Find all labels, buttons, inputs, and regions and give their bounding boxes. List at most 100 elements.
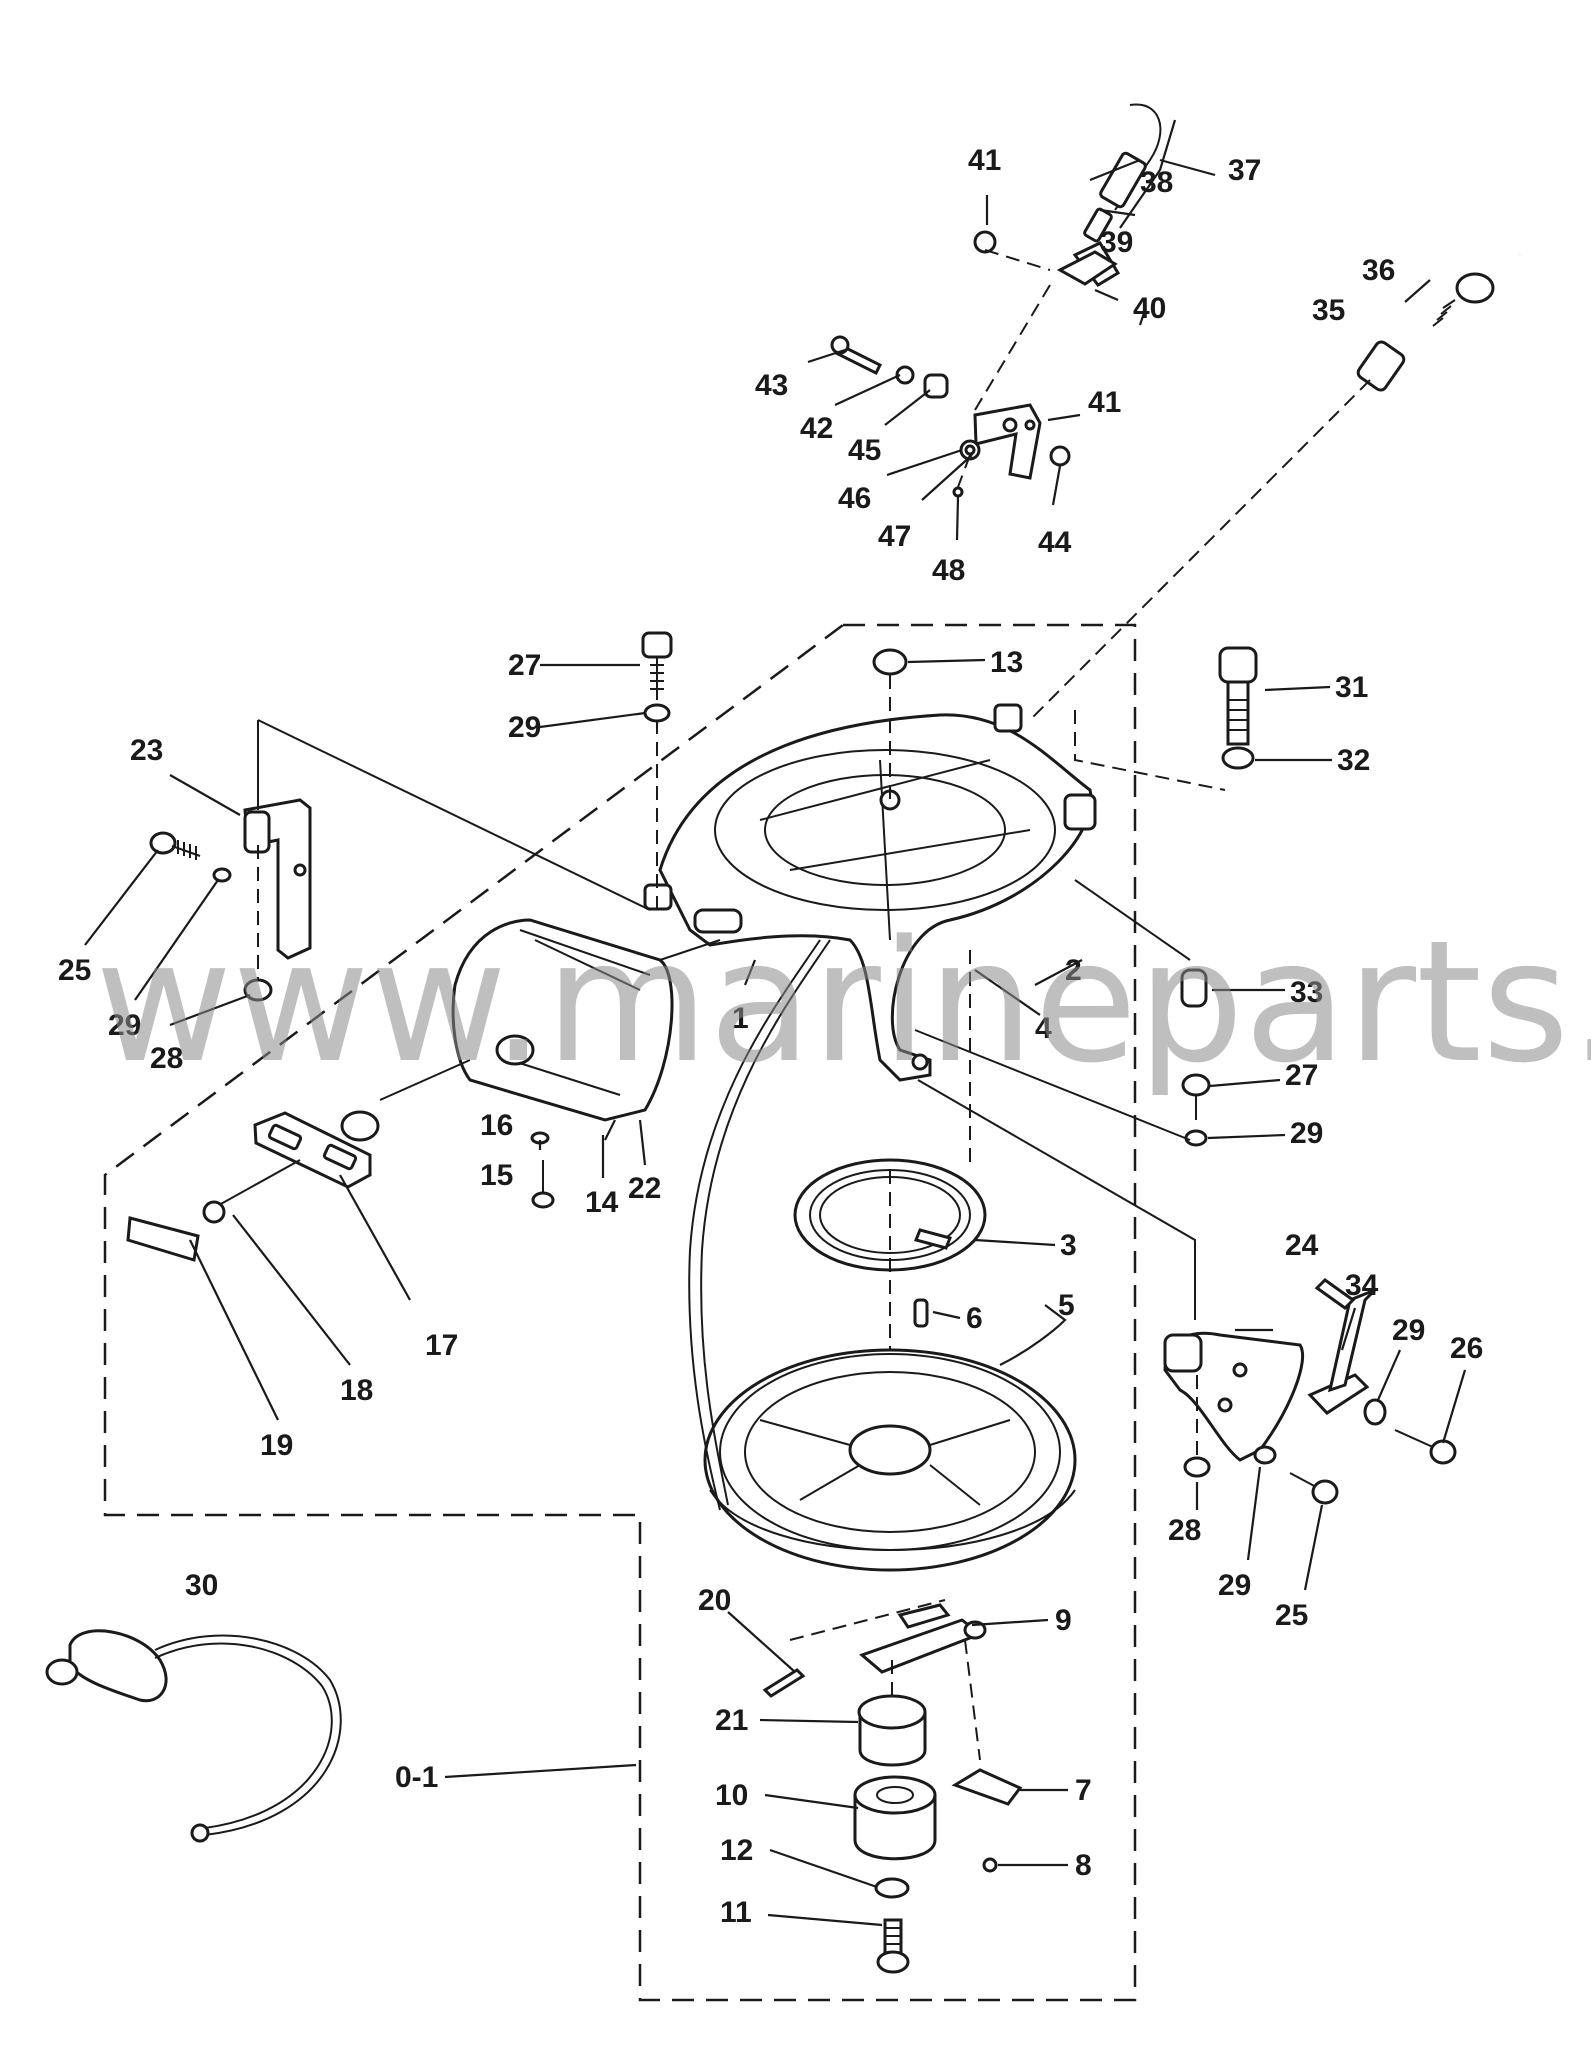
part-label: 16	[480, 1109, 513, 1142]
part-label: 48	[932, 554, 965, 587]
part-label: 7	[1075, 1774, 1092, 1807]
rope-pulley	[703, 1348, 1077, 1572]
part-label: 26	[1450, 1332, 1483, 1365]
interlock-bracket	[1163, 1331, 1305, 1462]
washer	[1363, 1398, 1387, 1426]
part-label: 44	[1038, 526, 1072, 559]
washer	[1253, 1445, 1277, 1465]
rope-guide	[451, 918, 674, 1122]
nut	[243, 978, 273, 1002]
part-label: 8	[1075, 1849, 1092, 1882]
nut	[872, 648, 908, 676]
part-label: 0-1	[395, 1761, 438, 1794]
part-label: 37	[1228, 154, 1261, 187]
part-label: 12	[720, 1834, 753, 1867]
watermark: www.marineparts.eu	[95, 904, 1591, 1100]
part-label: 35	[1312, 294, 1345, 327]
link-bracket-assembly	[830, 230, 1121, 498]
part-label: 28	[1168, 1514, 1201, 1547]
part-label: 1	[732, 1002, 749, 1035]
part-label: 23	[130, 734, 163, 767]
part-label: 18	[340, 1374, 373, 1407]
part-label: 29	[1290, 1117, 1323, 1150]
part-label: 43	[755, 369, 788, 402]
handle-insert	[126, 1216, 200, 1262]
drive-cup	[857, 1694, 927, 1767]
part-label: 27	[1285, 1059, 1318, 1092]
part-label: 6	[966, 1302, 983, 1335]
screw	[531, 1160, 555, 1209]
interlock-lever	[1307, 1278, 1377, 1415]
screw	[149, 831, 201, 860]
part-label: 31	[1335, 671, 1368, 704]
nut	[1183, 1456, 1211, 1478]
bolt	[641, 631, 673, 700]
part-label: 46	[838, 482, 871, 515]
starter-rope	[688, 939, 821, 1511]
part-label: 3	[1060, 1229, 1077, 1262]
part-label: 29	[108, 1009, 141, 1042]
part-label: 29	[1218, 1569, 1251, 1602]
part-label: 29	[508, 711, 541, 744]
part-label: 36	[1362, 254, 1395, 287]
part-label: 30	[185, 1569, 218, 1602]
part-label: 21	[715, 1704, 748, 1737]
part-label: 25	[58, 954, 91, 987]
part-label: 28	[150, 1042, 183, 1075]
pin	[202, 1200, 226, 1224]
part-label: 24	[1285, 1229, 1319, 1262]
pin	[913, 1298, 929, 1328]
spring-clip	[762, 1668, 806, 1698]
part-label: 17	[425, 1329, 458, 1362]
rope-handle-retainer	[253, 1110, 380, 1189]
part-label: 2	[1065, 954, 1082, 987]
part-label: 32	[1337, 744, 1370, 777]
leader-lines	[84, 119, 1467, 1927]
part-label: 34	[1345, 1269, 1379, 1302]
washer	[1221, 746, 1255, 770]
part-label: 10	[715, 1779, 748, 1812]
assembly-boundary	[103, 623, 1137, 2002]
part-label: 22	[628, 1172, 661, 1205]
screw	[1289, 1472, 1339, 1505]
washer	[1184, 1129, 1208, 1147]
part-label: 9	[1055, 1604, 1072, 1637]
throttle-cable	[1083, 71, 1554, 257]
washer	[643, 703, 671, 723]
part-labels: 37 38 39 41 40 36 35 41 43 42 45 46 47 4…	[58, 144, 1483, 1929]
part-label: 27	[508, 649, 541, 682]
part-label: 29	[1392, 1314, 1425, 1347]
part-label: 13	[990, 646, 1023, 679]
pawl	[951, 1768, 1023, 1806]
washer	[874, 1877, 910, 1899]
part-label: 42	[800, 412, 833, 445]
part-label: 41	[1088, 386, 1121, 419]
bolt	[1181, 1073, 1211, 1120]
pin	[1180, 968, 1208, 1008]
starter-handle	[45, 1629, 342, 1843]
pawl-plate	[859, 1603, 987, 1674]
bolt	[1218, 646, 1258, 746]
part-label: 45	[848, 434, 881, 467]
part-label: 5	[1058, 1289, 1075, 1322]
part-label: 40	[1133, 292, 1166, 325]
part-label: 38	[1140, 166, 1173, 199]
part-label: 14	[585, 1186, 619, 1219]
part-label: 47	[878, 520, 911, 553]
screw	[876, 1918, 910, 1974]
part-label: 11	[720, 1896, 752, 1929]
part-label: 19	[260, 1429, 293, 1462]
part-label: 4	[1035, 1012, 1052, 1045]
part-label: 39	[1100, 226, 1133, 259]
starter-housing	[643, 703, 1097, 1082]
part-label: 15	[480, 1159, 513, 1192]
part-label: 20	[698, 1584, 731, 1617]
part-label: 25	[1275, 1599, 1308, 1632]
washer	[212, 867, 232, 883]
part-label: 33	[1290, 976, 1323, 1009]
pawl-spring	[982, 1857, 998, 1873]
part-label: 41	[968, 144, 1001, 177]
mounting-bracket	[243, 798, 312, 960]
cable-end-fitting	[1356, 272, 1495, 392]
